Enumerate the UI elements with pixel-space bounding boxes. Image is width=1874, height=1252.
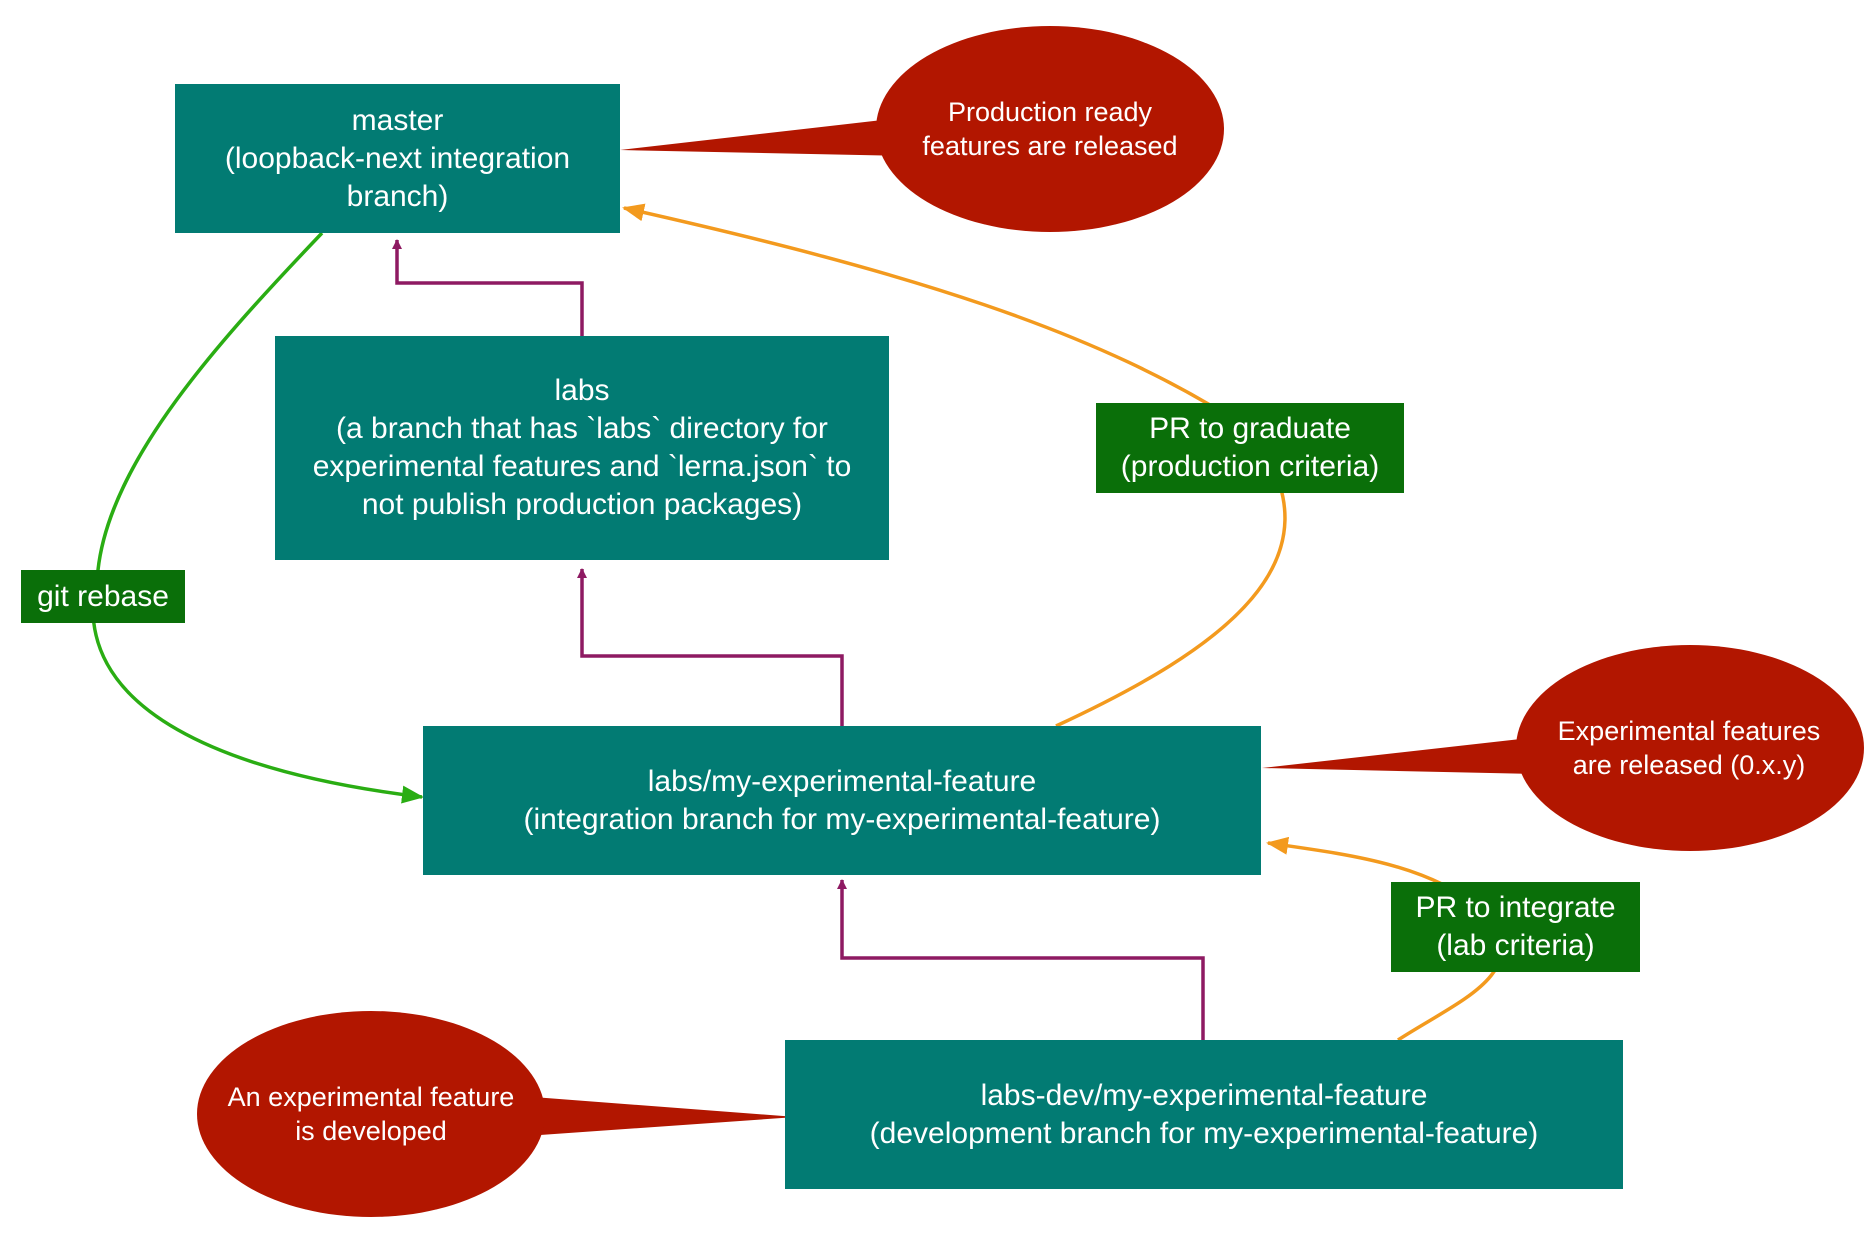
branch-labs-feature-name: labs/my-experimental-feature [647, 764, 1037, 798]
callout-experimental-line-1: Experimental features [1557, 716, 1821, 746]
branch-labs-dev-desc: (development branch for my-experimental-… [869, 1116, 1539, 1150]
merge-arrow-feature-to-labs [577, 568, 844, 726]
branch-labs-dev-name: labs-dev/my-experimental-feature [980, 1078, 1428, 1112]
label-git-rebase-text: git rebase [37, 579, 169, 613]
callout-production-pointer [620, 118, 906, 156]
branch-labs-name: labs [554, 374, 610, 407]
callout-experimental: Experimental features are released (0.x.… [1519, 698, 1859, 798]
label-pr-integrate-title: PR to integrate [1415, 891, 1616, 924]
callout-production-shape [620, 26, 1224, 232]
callout-developed-line-2: is developed [295, 1116, 447, 1146]
label-pr-graduate-criteria: (production criteria) [1120, 450, 1380, 483]
callout-developed-pointer [520, 1096, 796, 1136]
label-pr-integrate-criteria: (lab criteria) [1436, 929, 1595, 962]
branch-labs-desc-1: (a branch that has `labs` directory for [336, 412, 828, 445]
branch-labs-desc-3: not publish production packages) [361, 488, 803, 521]
merge-arrow-dev-to-feature [837, 879, 1205, 1040]
callout-production: Production ready features are released [880, 79, 1220, 179]
merge-arrow-labs-to-master [392, 239, 584, 336]
callout-production-bubble [876, 26, 1224, 232]
callout-developed-line-1: An experimental feature [227, 1082, 515, 1112]
callout-experimental-pointer [1262, 738, 1536, 774]
branch-labs: labs (a branch that has `labs` directory… [275, 336, 889, 560]
callout-experimental-line-2: are released (0.x.y) [1572, 750, 1806, 780]
label-pr-graduate-title: PR to graduate [1149, 412, 1351, 445]
branch-labs-dev: labs-dev/my-experimental-feature (develo… [785, 1040, 1623, 1189]
callout-developed: An experimental feature is developed [201, 1064, 541, 1164]
branch-master-desc-2: branch) [346, 179, 449, 213]
branch-master-name: master [351, 103, 444, 137]
label-pr-integrate: PR to integrate (lab criteria) [1391, 882, 1640, 972]
label-pr-graduate: PR to graduate (production criteria) [1096, 403, 1404, 493]
branch-labs-feature-desc: (integration branch for my-experimental-… [523, 802, 1161, 836]
branch-master-desc-1: (loopback-next integration [224, 141, 571, 175]
callout-developed-shape [197, 1011, 796, 1217]
callout-experimental-bubble [1516, 645, 1864, 851]
branch-master: master (loopback-next integration branch… [175, 84, 620, 233]
callout-production-line-1: Production ready [947, 97, 1153, 127]
callout-experimental-shape [1262, 645, 1864, 851]
callout-production-line-2: features are released [922, 131, 1178, 161]
branch-labs-feature: labs/my-experimental-feature (integratio… [423, 726, 1261, 875]
label-git-rebase: git rebase [21, 570, 185, 623]
branch-labs-desc-2: experimental features and `lerna.json` t… [312, 450, 852, 483]
callout-developed-bubble [197, 1011, 545, 1217]
